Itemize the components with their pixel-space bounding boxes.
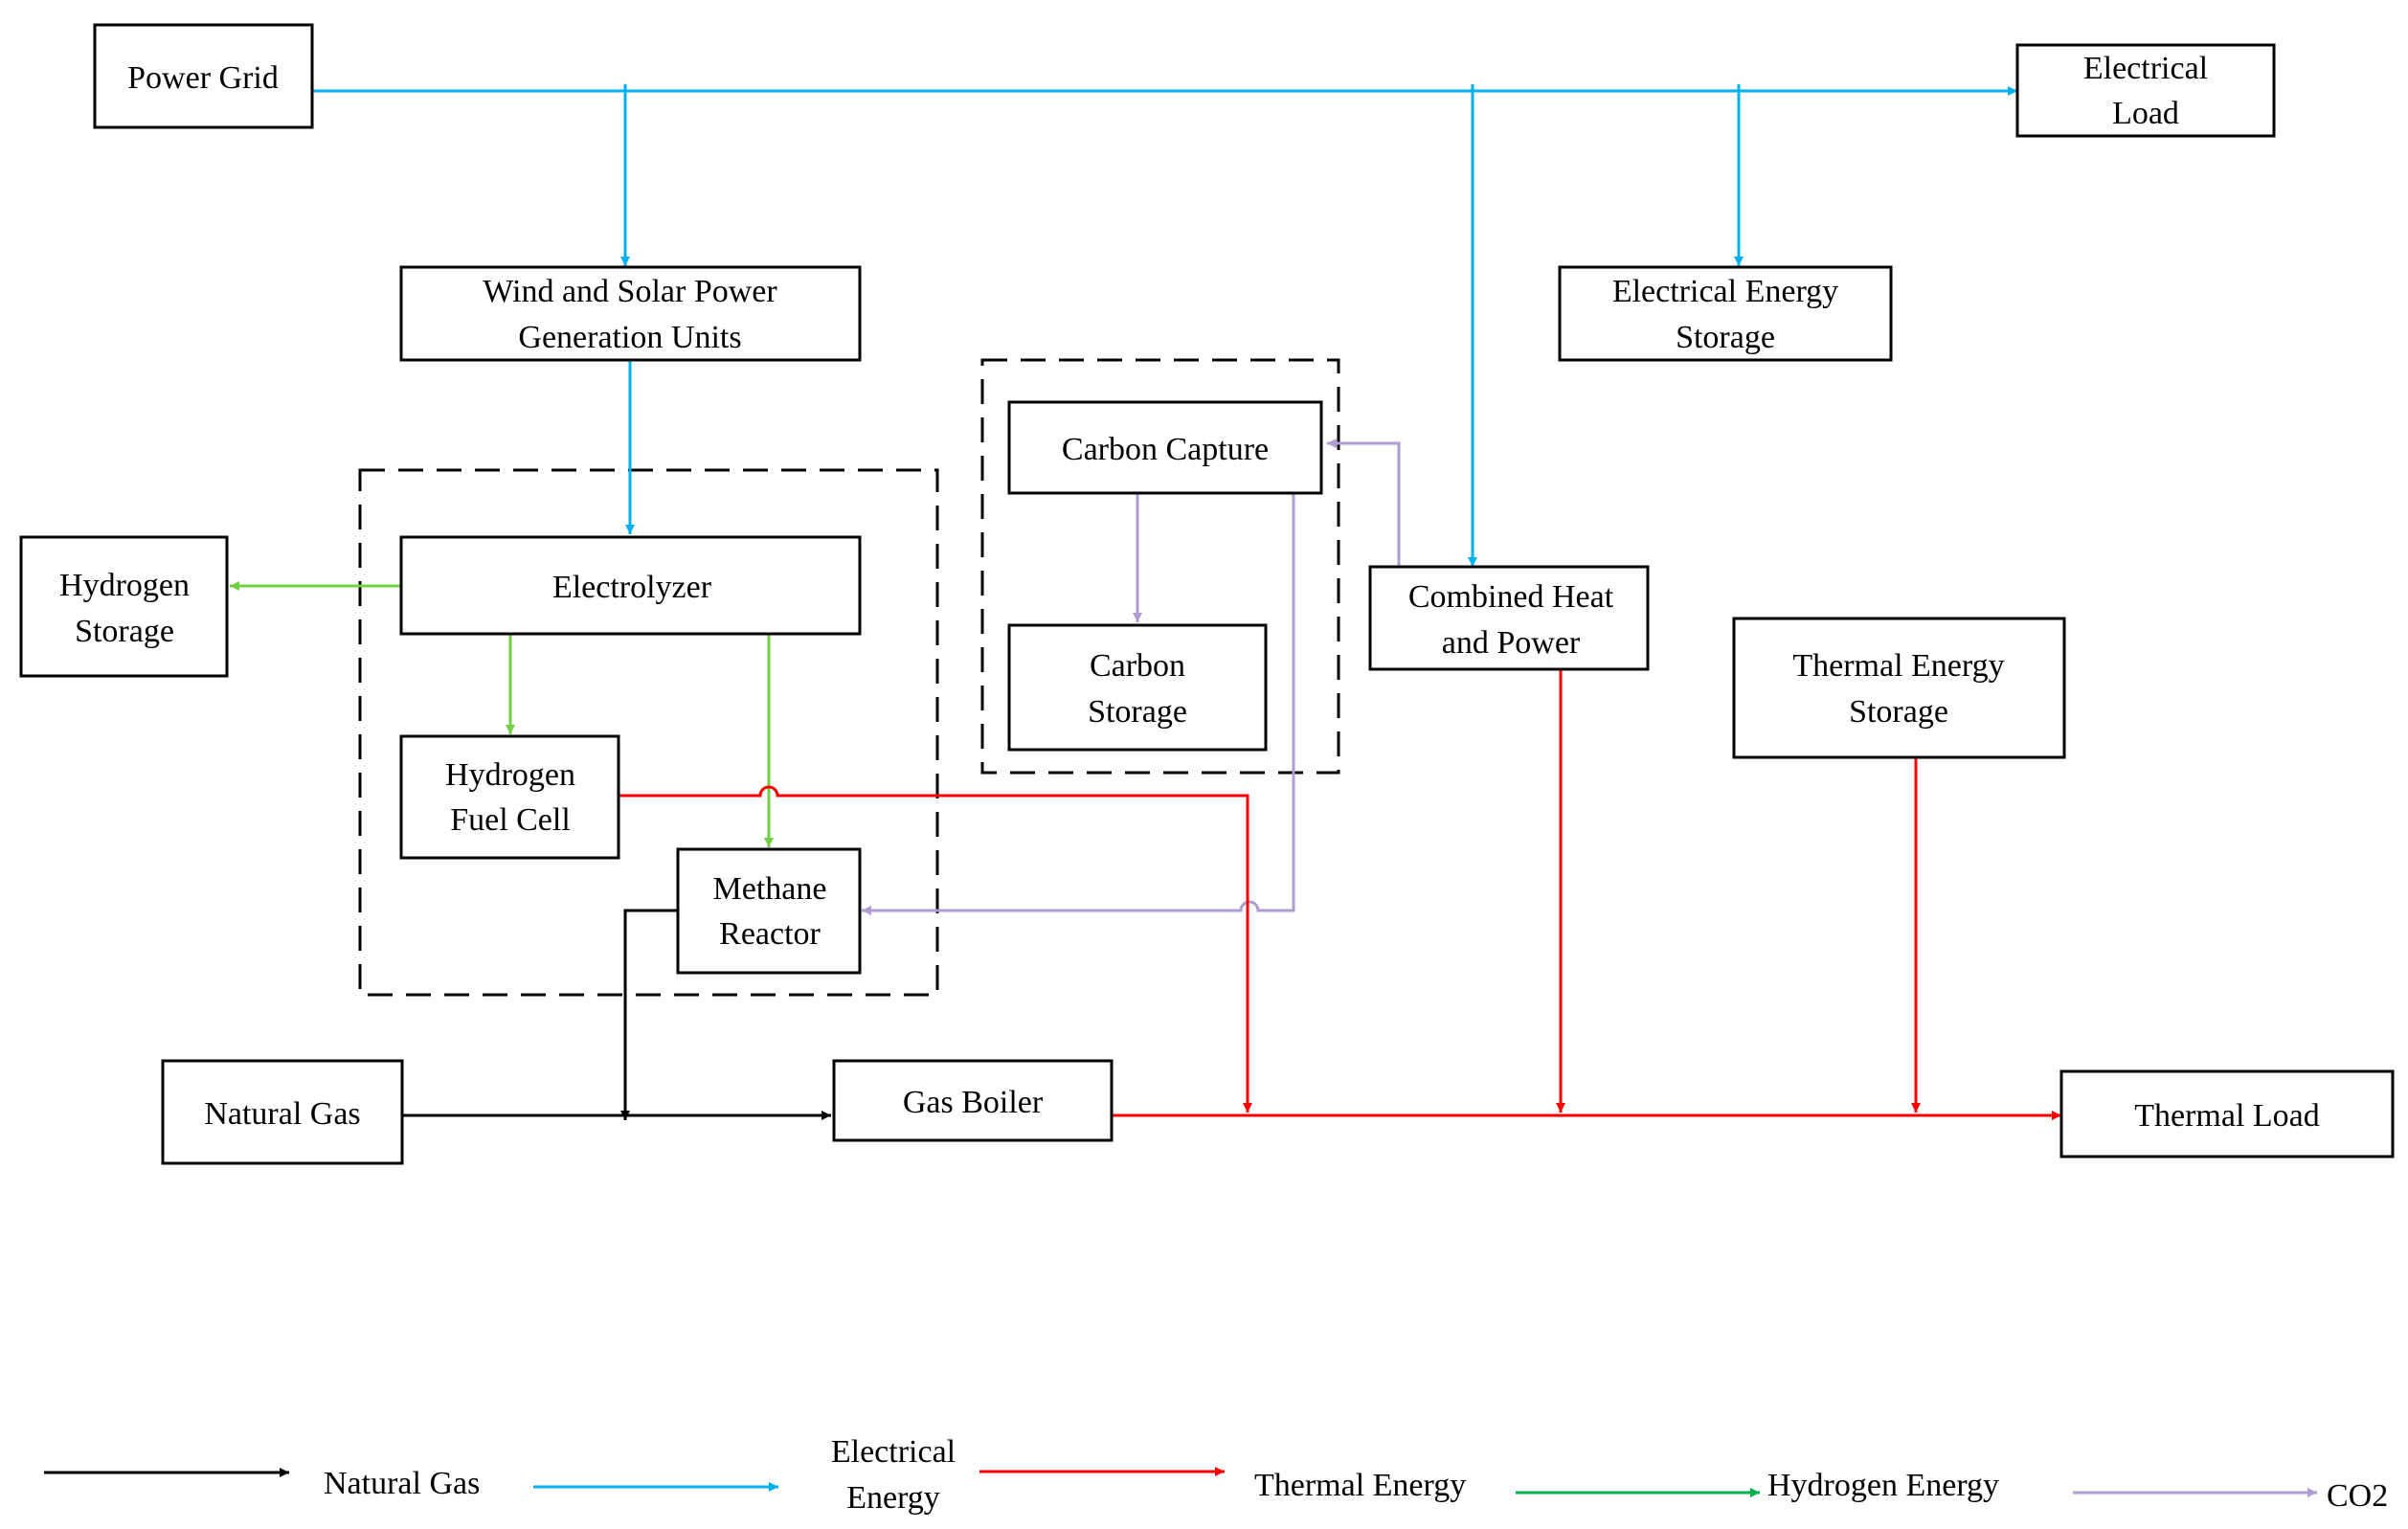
node-carbon-storage: Carbon Storage <box>1007 623 1268 752</box>
node-carbon-capture-label: Carbon Capture <box>1062 432 1269 467</box>
node-natural-gas: Natural Gas <box>161 1059 404 1165</box>
node-hydrogen-storage-line-2: Storage <box>75 614 174 649</box>
node-hydrogen-storage: Hydrogen Storage <box>19 535 229 678</box>
node-thermal-storage-line-2: Storage <box>1849 694 1948 730</box>
node-carbon-capture: Carbon Capture <box>1007 400 1323 495</box>
flow-carbon-capture-to-methane-reactor <box>862 493 1295 915</box>
carbon-group-boundary <box>980 358 1340 775</box>
node-gas-boiler: Gas Boiler <box>832 1059 1114 1142</box>
node-electrical-load-line-2: Load <box>2112 96 2179 131</box>
legend-electrical-line-2: Energy <box>846 1480 940 1516</box>
node-power-grid-label: Power Grid <box>127 60 279 96</box>
node-thermal-load: Thermal Load <box>2059 1069 2395 1158</box>
flow-chp-to-carbon-capture <box>1327 438 1401 567</box>
node-chp-line-2: and Power <box>1442 625 1581 661</box>
node-electrical-storage-line-1: Electrical Energy <box>1612 274 1838 309</box>
node-thermal-load-label: Thermal Load <box>2134 1098 2320 1134</box>
legend: Natural Gas Electrical Energy Thermal En… <box>44 1434 2388 1516</box>
node-electrical-storage: Electrical Energy Storage <box>1558 265 1893 362</box>
node-thermal-storage: Thermal Energy Storage <box>1732 617 2066 759</box>
node-power-grid: Power Grid <box>93 23 314 129</box>
node-fuel-cell-line-2: Fuel Cell <box>450 802 571 838</box>
flow-fuel-cell-to-thermal-bus <box>619 785 1252 1113</box>
legend-hydrogen-label: Hydrogen Energy <box>1767 1468 1999 1503</box>
node-electrical-load: Electrical Load <box>2015 43 2276 138</box>
legend-electrical-line-1: Electrical <box>831 1434 956 1470</box>
node-thermal-storage-line-1: Thermal Energy <box>1792 648 2004 684</box>
node-natural-gas-label: Natural Gas <box>204 1096 360 1132</box>
node-chp-line-1: Combined Heat <box>1408 579 1614 615</box>
node-fuel-cell: Hydrogen Fuel Cell <box>399 734 620 860</box>
node-chp: Combined Heat and Power <box>1368 565 1650 671</box>
legend-thermal-label: Thermal Energy <box>1254 1468 1466 1503</box>
hydrogen-group-boundary <box>358 468 939 997</box>
node-methane-reactor: Methane Reactor <box>676 847 862 975</box>
legend-natural-gas-label: Natural Gas <box>324 1466 480 1501</box>
node-electrolyzer: Electrolyzer <box>399 535 862 636</box>
node-methane-reactor-line-2: Reactor <box>719 916 821 952</box>
node-electrical-storage-line-2: Storage <box>1676 320 1775 355</box>
legend-co2-label: CO2 <box>2327 1478 2388 1514</box>
node-wind-solar-line-2: Generation Units <box>518 320 741 355</box>
node-carbon-storage-line-2: Storage <box>1088 694 1187 730</box>
node-electrical-load-line-1: Electrical <box>2083 51 2208 86</box>
node-electrolyzer-label: Electrolyzer <box>552 570 712 605</box>
node-fuel-cell-line-1: Hydrogen <box>445 757 575 793</box>
node-methane-reactor-line-1: Methane <box>713 871 827 907</box>
node-carbon-storage-line-1: Carbon <box>1090 648 1185 684</box>
node-gas-boiler-label: Gas Boiler <box>903 1085 1044 1120</box>
node-wind-solar-line-1: Wind and Solar Power <box>483 274 777 309</box>
node-hydrogen-storage-line-1: Hydrogen <box>59 568 190 603</box>
flow-methane-reactor-to-gas-line <box>620 909 678 1120</box>
node-wind-solar: Wind and Solar Power Generation Units <box>399 265 862 362</box>
